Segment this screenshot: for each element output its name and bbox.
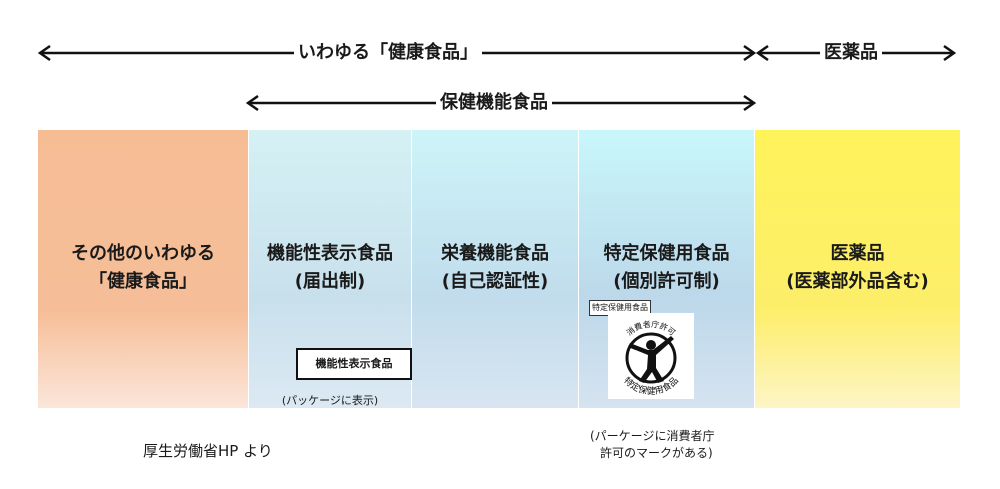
health-food-arrow-row: いわゆる「健康食品」 医薬品 <box>0 38 1000 68</box>
health-food-range-label: いわゆる「健康食品」 <box>294 41 482 65</box>
panel-title-line2: (医薬部外品含む) <box>786 271 929 292</box>
panel-title: 医薬品 (医薬部外品含む) <box>755 240 960 296</box>
panel-title-line1: 機能性表示食品 <box>267 243 393 264</box>
panel-title: その他のいわゆる 「健康食品」 <box>38 240 248 296</box>
fhc-range-label: 保健機能食品 <box>436 91 552 115</box>
fhc-arrow-row: 保健機能食品 <box>0 88 1000 118</box>
panel-title: 機能性表示食品 (届出制) <box>249 240 411 296</box>
panel-drugs: 医薬品 (医薬部外品含む) <box>755 130 960 408</box>
panel-title-line2: (届出制) <box>294 271 366 292</box>
panel-title-line1: 特定保健用食品 <box>603 243 730 264</box>
panel-title: 栄養機能食品 (自己認証性) <box>412 240 578 296</box>
category-panels: その他のいわゆる 「健康食品」 機能性表示食品 (届出制) 機能性表示食品 (パ… <box>38 130 960 408</box>
panel-title-line2: (自己認証性) <box>441 271 549 292</box>
panel-title-line2: 「健康食品」 <box>89 271 197 292</box>
foshu-note-line1: (パーケージに消費者庁 <box>590 429 715 443</box>
functional-food-note: (パッケージに表示) <box>281 394 379 407</box>
functional-food-mark: 機能性表示食品 <box>296 348 412 380</box>
panel-nutrient-food: 栄養機能食品 (自己認証性) <box>412 130 578 408</box>
panel-title-line1: 栄養機能食品 <box>441 243 549 264</box>
drugs-range-label: 医薬品 <box>820 41 882 65</box>
panel-title-line1: 医薬品 <box>830 243 885 264</box>
panel-title: 特定保健用食品 (個別許可制) <box>579 240 754 296</box>
foshu-note-line2: 許可のマークがある) <box>600 446 713 460</box>
source-credit: 厚生労働省HP より <box>143 442 273 460</box>
foshu-seal-icon: 消費者庁許可 特定保健用食品 <box>608 313 694 399</box>
panel-functional-food: 機能性表示食品 (届出制) 機能性表示食品 (パッケージに表示) <box>249 130 412 408</box>
panel-other-health-food: その他のいわゆる 「健康食品」 <box>38 130 248 408</box>
panel-title-line2: (個別許可制) <box>613 271 720 292</box>
panel-title-line1: その他のいわゆる <box>71 243 215 264</box>
